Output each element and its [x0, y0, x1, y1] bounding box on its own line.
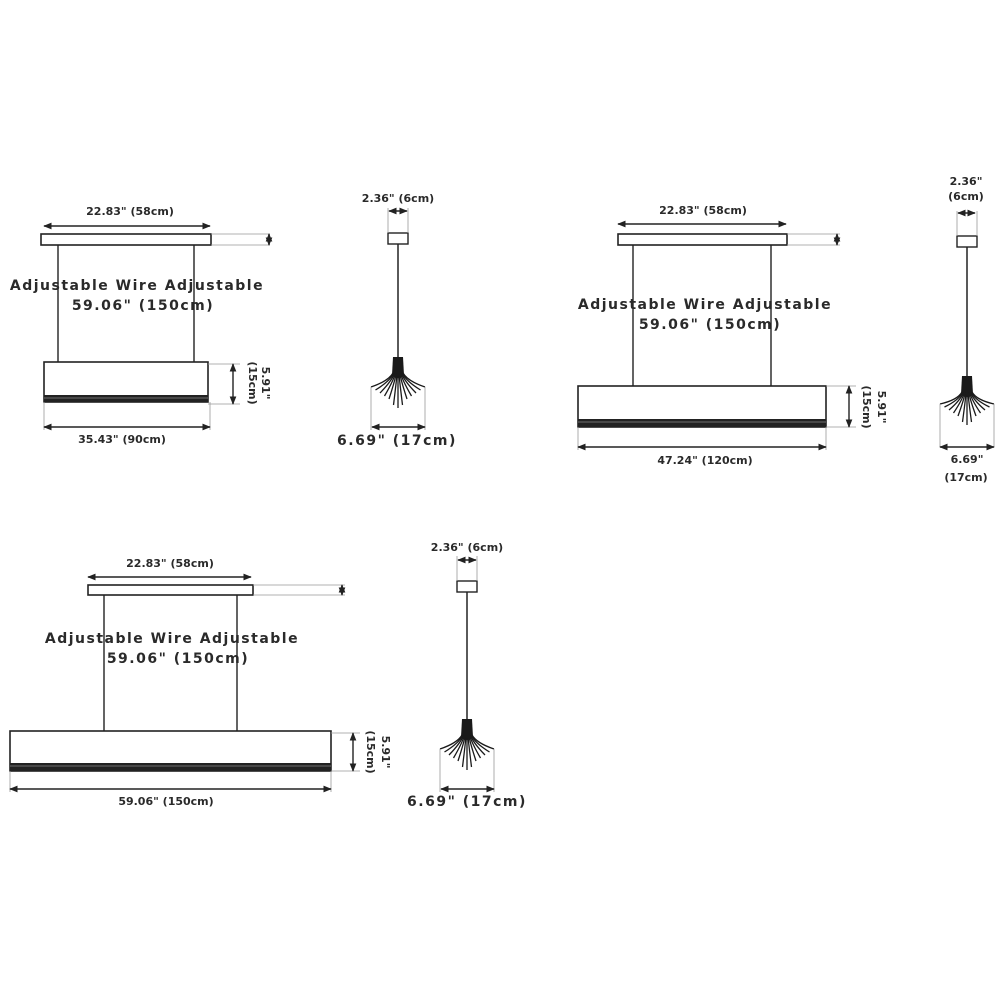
pendant-fringe: [388, 372, 397, 400]
ceiling-canopy: [87, 584, 254, 596]
lamp-diffuser-strip: [10, 763, 331, 771]
pendant-fringe: [439, 734, 463, 750]
pendant-shade-top: [961, 376, 973, 397]
pendant-fringe: [948, 391, 965, 411]
pendant-fringe: [952, 391, 966, 414]
pendant-width-label: 6.69" (17cm): [407, 794, 527, 810]
pendant-canopy-width-label: 2.36": [950, 175, 983, 188]
wire-length-label: 59.06" (150cm): [639, 317, 781, 333]
pendant-fringe: [944, 391, 964, 408]
body-width-label: 47.24" (120cm): [657, 454, 752, 467]
pendant-fringe: [379, 372, 396, 394]
pendant-fringe: [970, 391, 990, 408]
lamp-diffuser-strip: [578, 419, 826, 427]
pendant-fringe: [967, 391, 973, 423]
pendant-drawing: [439, 556, 495, 792]
pendant-canopy: [387, 232, 409, 245]
pendant-fringe: [969, 391, 986, 411]
pendant-fringe: [375, 372, 395, 391]
pendant-fringe: [961, 391, 967, 423]
ceiling-canopy: [40, 233, 212, 246]
pendant-fringe: [468, 734, 477, 762]
pendant-3: 2.36" (6cm) 6.69" (17cm): [407, 541, 527, 810]
wire-label: Adjustable Wire Adjustable: [45, 631, 299, 647]
pendant-fringe: [467, 734, 473, 768]
pendant-drawing: [939, 211, 995, 447]
pendant-canopy: [456, 580, 478, 593]
pendant-fringe: [401, 372, 421, 391]
pendant-fringe: [448, 734, 465, 756]
pendant-width-cm-label: (17cm): [944, 471, 987, 484]
linear-lamp-120cm: 22.83" (58cm) Adjustable Wire Adjustable…: [577, 204, 888, 467]
pendant-canopy-width-label: 2.36" (6cm): [362, 192, 434, 205]
body-width-label: 35.43" (90cm): [78, 433, 166, 446]
pendant-width-label: 6.69" (17cm): [337, 433, 457, 449]
pendant-fringe: [398, 372, 404, 406]
pendant-fringe: [452, 734, 466, 759]
pendant-fringe: [392, 372, 398, 406]
wire-length-label: 59.06" (150cm): [107, 651, 249, 667]
body-width-label: 59.06" (150cm): [118, 795, 213, 808]
pendant-drawing: [370, 208, 426, 430]
canopy-width-label: 22.83" (58cm): [126, 557, 214, 570]
pendant-fringe: [957, 391, 966, 417]
pendant-shade-top: [461, 719, 473, 740]
canopy-width-label: 22.83" (58cm): [659, 204, 747, 217]
pendant-shade-top: [392, 357, 404, 378]
ceiling-canopy: [617, 233, 788, 246]
pendant-fringe: [470, 734, 490, 753]
body-height-label: 5.91": [259, 367, 272, 400]
pendant-1: 2.36" (6cm) 6.69" (17cm): [337, 192, 457, 449]
pendant-fringe: [968, 391, 982, 414]
pendant-2: 2.36" (6cm) 6.69" (17cm): [939, 175, 995, 484]
linear-lamp-90cm: 22.83" (58cm) Adjustable Wire Adjustable…: [10, 205, 273, 446]
pendant-fringe: [469, 734, 486, 756]
pendant-fringe: [939, 391, 963, 405]
pendant-canopy-width-label: 2.36" (6cm): [431, 541, 503, 554]
lamp-diffuser-strip: [44, 395, 208, 402]
pendant-fringe: [461, 734, 467, 768]
pendant-width-label: 6.69": [951, 453, 984, 466]
body-height-cm-label: (15cm): [364, 730, 377, 773]
pendant-fringe: [399, 372, 408, 400]
pendant-canopy: [956, 235, 978, 248]
body-height-label: 5.91": [875, 391, 888, 424]
body-height-label: 5.91": [379, 736, 392, 769]
pendant-fringe: [968, 391, 977, 417]
pendant-fringe: [468, 734, 482, 759]
pendant-fringe: [971, 391, 995, 405]
wire-length-label: 59.06" (150cm): [72, 298, 214, 314]
pendant-fringe: [400, 372, 417, 394]
pendant-fringe: [471, 734, 495, 750]
pendant-fringe: [402, 372, 426, 388]
wire-label: Adjustable Wire Adjustable: [578, 297, 832, 313]
wire-label: Adjustable Wire Adjustable: [10, 278, 264, 294]
pendant-fringe: [457, 734, 466, 762]
body-height-cm-label: (15cm): [246, 361, 259, 404]
pendant-fringe: [370, 372, 394, 388]
linear-lamp-150cm: 22.83" (58cm) Adjustable Wire Adjustable…: [9, 557, 392, 808]
body-height-cm-label: (15cm): [860, 385, 873, 428]
pendant-fringe: [399, 372, 413, 397]
pendant-fringe: [383, 372, 397, 397]
pendant-fringe: [444, 734, 464, 753]
pendant-canopy-width-cm-label: (6cm): [948, 190, 984, 203]
canopy-width-label: 22.83" (58cm): [86, 205, 174, 218]
